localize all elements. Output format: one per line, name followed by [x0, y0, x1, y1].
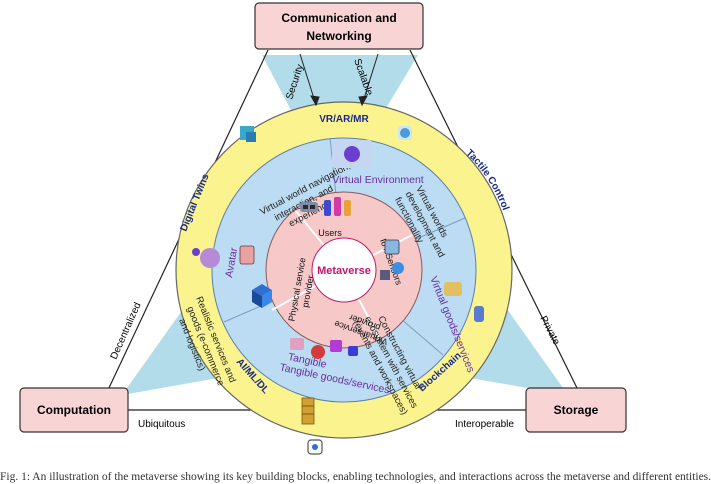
cube-icon — [252, 284, 272, 308]
edge-label-ubiquitous: Ubiquitous — [138, 419, 185, 430]
arrow-security — [299, 53, 320, 107]
service-provider-icon — [290, 338, 358, 359]
figure-caption: Fig. 1: An illustration of the metaverse… — [0, 471, 711, 483]
label-users: Users — [318, 228, 342, 238]
edge-label-private: Private — [537, 314, 562, 347]
vr-headset-icon — [300, 202, 318, 212]
robot-icon — [444, 282, 462, 296]
metaverse-diagram: Metaverse Communication and Networking C… — [19, 2, 627, 455]
ai-chip-icon — [307, 439, 323, 455]
blockchain-icon — [301, 397, 315, 425]
box-computation-label: Computation — [37, 403, 111, 417]
sensor-icon — [380, 239, 404, 280]
label-avatar: Avatar — [223, 246, 240, 278]
arrow-scalable — [358, 53, 379, 107]
center-label: Metaverse — [317, 265, 371, 277]
box-communication: Communication and Networking — [254, 2, 424, 50]
avatar-icon — [192, 248, 220, 268]
virtual-environment-icon — [332, 140, 372, 168]
box-storage: Storage — [525, 387, 627, 433]
tactile-glove-icon — [474, 306, 484, 322]
vr-user-icon — [398, 126, 412, 140]
label-virtual-environment: Virtual Environment — [332, 174, 424, 186]
edge-label-interoperable: Interoperable — [455, 419, 514, 430]
box-computation: Computation — [19, 387, 129, 433]
box-communication-line2: Networking — [306, 29, 371, 43]
box-communication-line1: Communication and — [281, 11, 396, 25]
users-icon — [324, 197, 351, 216]
center-circle — [311, 237, 377, 303]
digital-twin-icon — [240, 126, 256, 142]
ring-label-vr-ar-mr: VR/AR/MR — [319, 114, 369, 125]
box-storage-label: Storage — [554, 403, 599, 417]
tablet-icon — [239, 245, 255, 265]
